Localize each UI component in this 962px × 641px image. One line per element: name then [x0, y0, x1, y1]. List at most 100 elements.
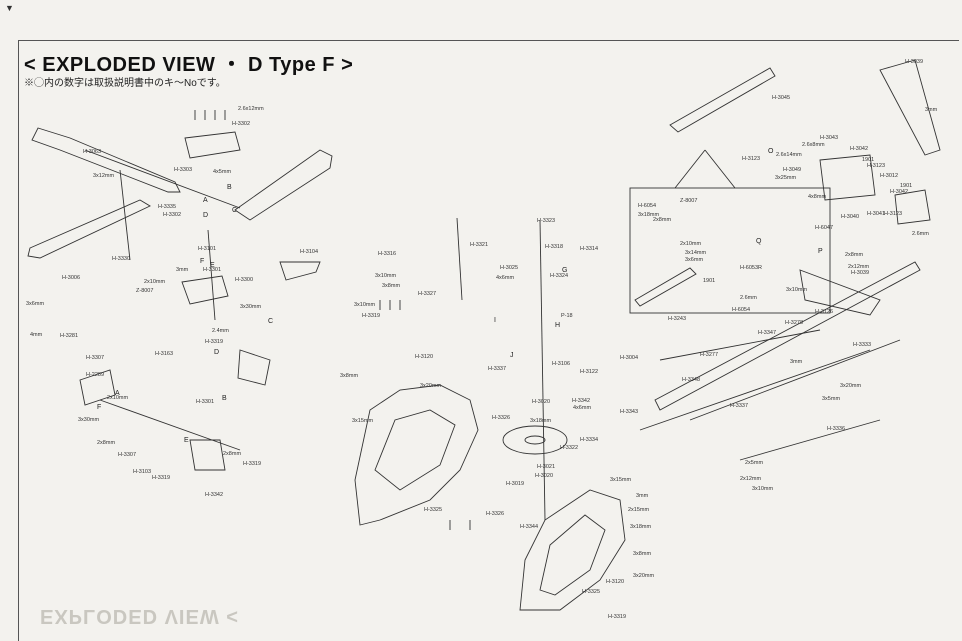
part-label: 3mm [925, 107, 938, 113]
part-label: 3x20mm [840, 383, 862, 389]
inset-box [629, 187, 831, 314]
part-label: 1901 [862, 157, 875, 163]
part-label: H-3327 [418, 291, 437, 297]
part-label: 3x25mm [775, 175, 797, 181]
part-label: 3mm [176, 267, 189, 273]
part-label: H-6053R [740, 265, 763, 271]
frame-right [519, 489, 626, 611]
rod-1 [119, 169, 131, 261]
rotor-blade-lower-left [27, 199, 151, 259]
corner-mark: ▼ [5, 3, 14, 13]
part-label: H-3321 [470, 242, 489, 248]
part-label: 2.6x12mm [238, 106, 264, 112]
part-label: H-3302 [232, 121, 251, 127]
part-label: H-3323 [537, 218, 556, 224]
part-label: 4mm [30, 332, 43, 338]
part-label: H-3103 [133, 469, 152, 475]
part-label: 2x10mm [144, 279, 166, 285]
part-label: H-3163 [155, 351, 174, 357]
assembly-letter: O [768, 148, 774, 155]
part-label: 2x12mm [848, 264, 870, 270]
servo-mount [189, 439, 226, 471]
part-label: H-3300 [235, 277, 254, 283]
mirrored-bleed-text: EXPLODED VIEW < [40, 605, 239, 627]
part-label: 3x10mm [786, 287, 808, 293]
part-label: H-3043 [820, 135, 839, 141]
part-label: H-3325 [582, 589, 601, 595]
part-label: 2.6mm [912, 231, 929, 237]
part-label: P-18 [561, 313, 573, 319]
part-label: H-3333 [853, 342, 872, 348]
rotor-blade-top [669, 67, 776, 133]
part-label: H-3314 [580, 246, 599, 252]
assembly-letter: J [510, 352, 514, 359]
part-label: H-6054 [638, 203, 657, 209]
assembly-letter: E [184, 437, 189, 444]
part-label: 4x8mm [808, 194, 827, 200]
part-label: 3x18mm [630, 524, 652, 530]
assembly-letter: C [268, 318, 274, 325]
rod-2 [207, 229, 216, 321]
tail-rotor-hub [819, 154, 876, 201]
part-label: H-3012 [880, 173, 899, 179]
linkage-arm-1 [79, 369, 116, 406]
part-label: 3x8mm [382, 283, 401, 289]
assembly-letter: H [555, 322, 561, 329]
assembly-letter: B [222, 395, 227, 402]
tail-fin [799, 269, 881, 316]
part-label: H-3123 [742, 156, 761, 162]
part-label: H-3243 [668, 316, 687, 322]
page-title: < EXPLODED VIEW ・ D Type F > [24, 54, 354, 76]
part-label: H-3123 [884, 211, 903, 217]
tail-rod-1 [689, 339, 901, 421]
part-label: 4x6mm [573, 405, 592, 411]
part-label: 2x5mm [745, 460, 764, 466]
inset-pointer [674, 149, 736, 189]
part-label: H-3326 [492, 415, 511, 421]
part-label: 2x8mm [653, 217, 672, 223]
part-label: H-3303 [174, 167, 193, 173]
part-label: 3x14mm [685, 250, 707, 256]
assembly-letter: A [115, 390, 120, 397]
part-label: H-3316 [378, 251, 397, 257]
part-label: H-6054 [732, 307, 751, 313]
tail-boom-support-1 [659, 329, 821, 361]
part-label: 3x20mm [633, 573, 655, 579]
part-label: 2x8mm [845, 252, 864, 258]
tail-rod-2 [739, 419, 881, 461]
main-gear-hub [524, 435, 546, 445]
assembly-letter: I [494, 317, 496, 324]
frame-left-inner [374, 409, 456, 491]
part-label: H-3045 [772, 95, 791, 101]
part-label: 2x8mm [223, 451, 242, 457]
frame-right-inner [539, 514, 606, 596]
assembly-letter: Q [756, 238, 762, 245]
part-label: H-3042 [890, 189, 909, 195]
screw-row-1 [194, 110, 226, 120]
part-label: H-3324 [550, 273, 569, 279]
part-label: H-3039 [851, 270, 870, 276]
part-label: H-3319 [608, 614, 627, 620]
part-label: H-3343 [620, 409, 639, 415]
rotor-head-block [184, 131, 241, 159]
part-label: 1901 [900, 183, 913, 189]
part-label: H-3004 [620, 355, 639, 361]
part-label: H-3319 [243, 461, 262, 467]
part-label: H-3039 [905, 59, 924, 65]
part-label: H-3101 [198, 246, 217, 252]
part-label: 3x8mm [633, 551, 652, 557]
rod-3 [99, 399, 241, 451]
part-label: H-3342 [205, 492, 224, 498]
part-label: 3x15mm [610, 477, 632, 483]
assembly-letter: B [227, 184, 232, 191]
assembly-letter: E [210, 262, 215, 269]
part-label: 2.6x14mm [776, 152, 802, 158]
part-label: H-3126 [815, 309, 834, 315]
part-label: H-3326 [486, 511, 505, 517]
part-label: 3x18mm [638, 212, 660, 218]
part-label: H-3041 [867, 211, 886, 217]
part-label: H-3104 [300, 249, 319, 255]
part-label: 3mm [636, 493, 649, 499]
part-label: 2.6mm [740, 295, 757, 301]
